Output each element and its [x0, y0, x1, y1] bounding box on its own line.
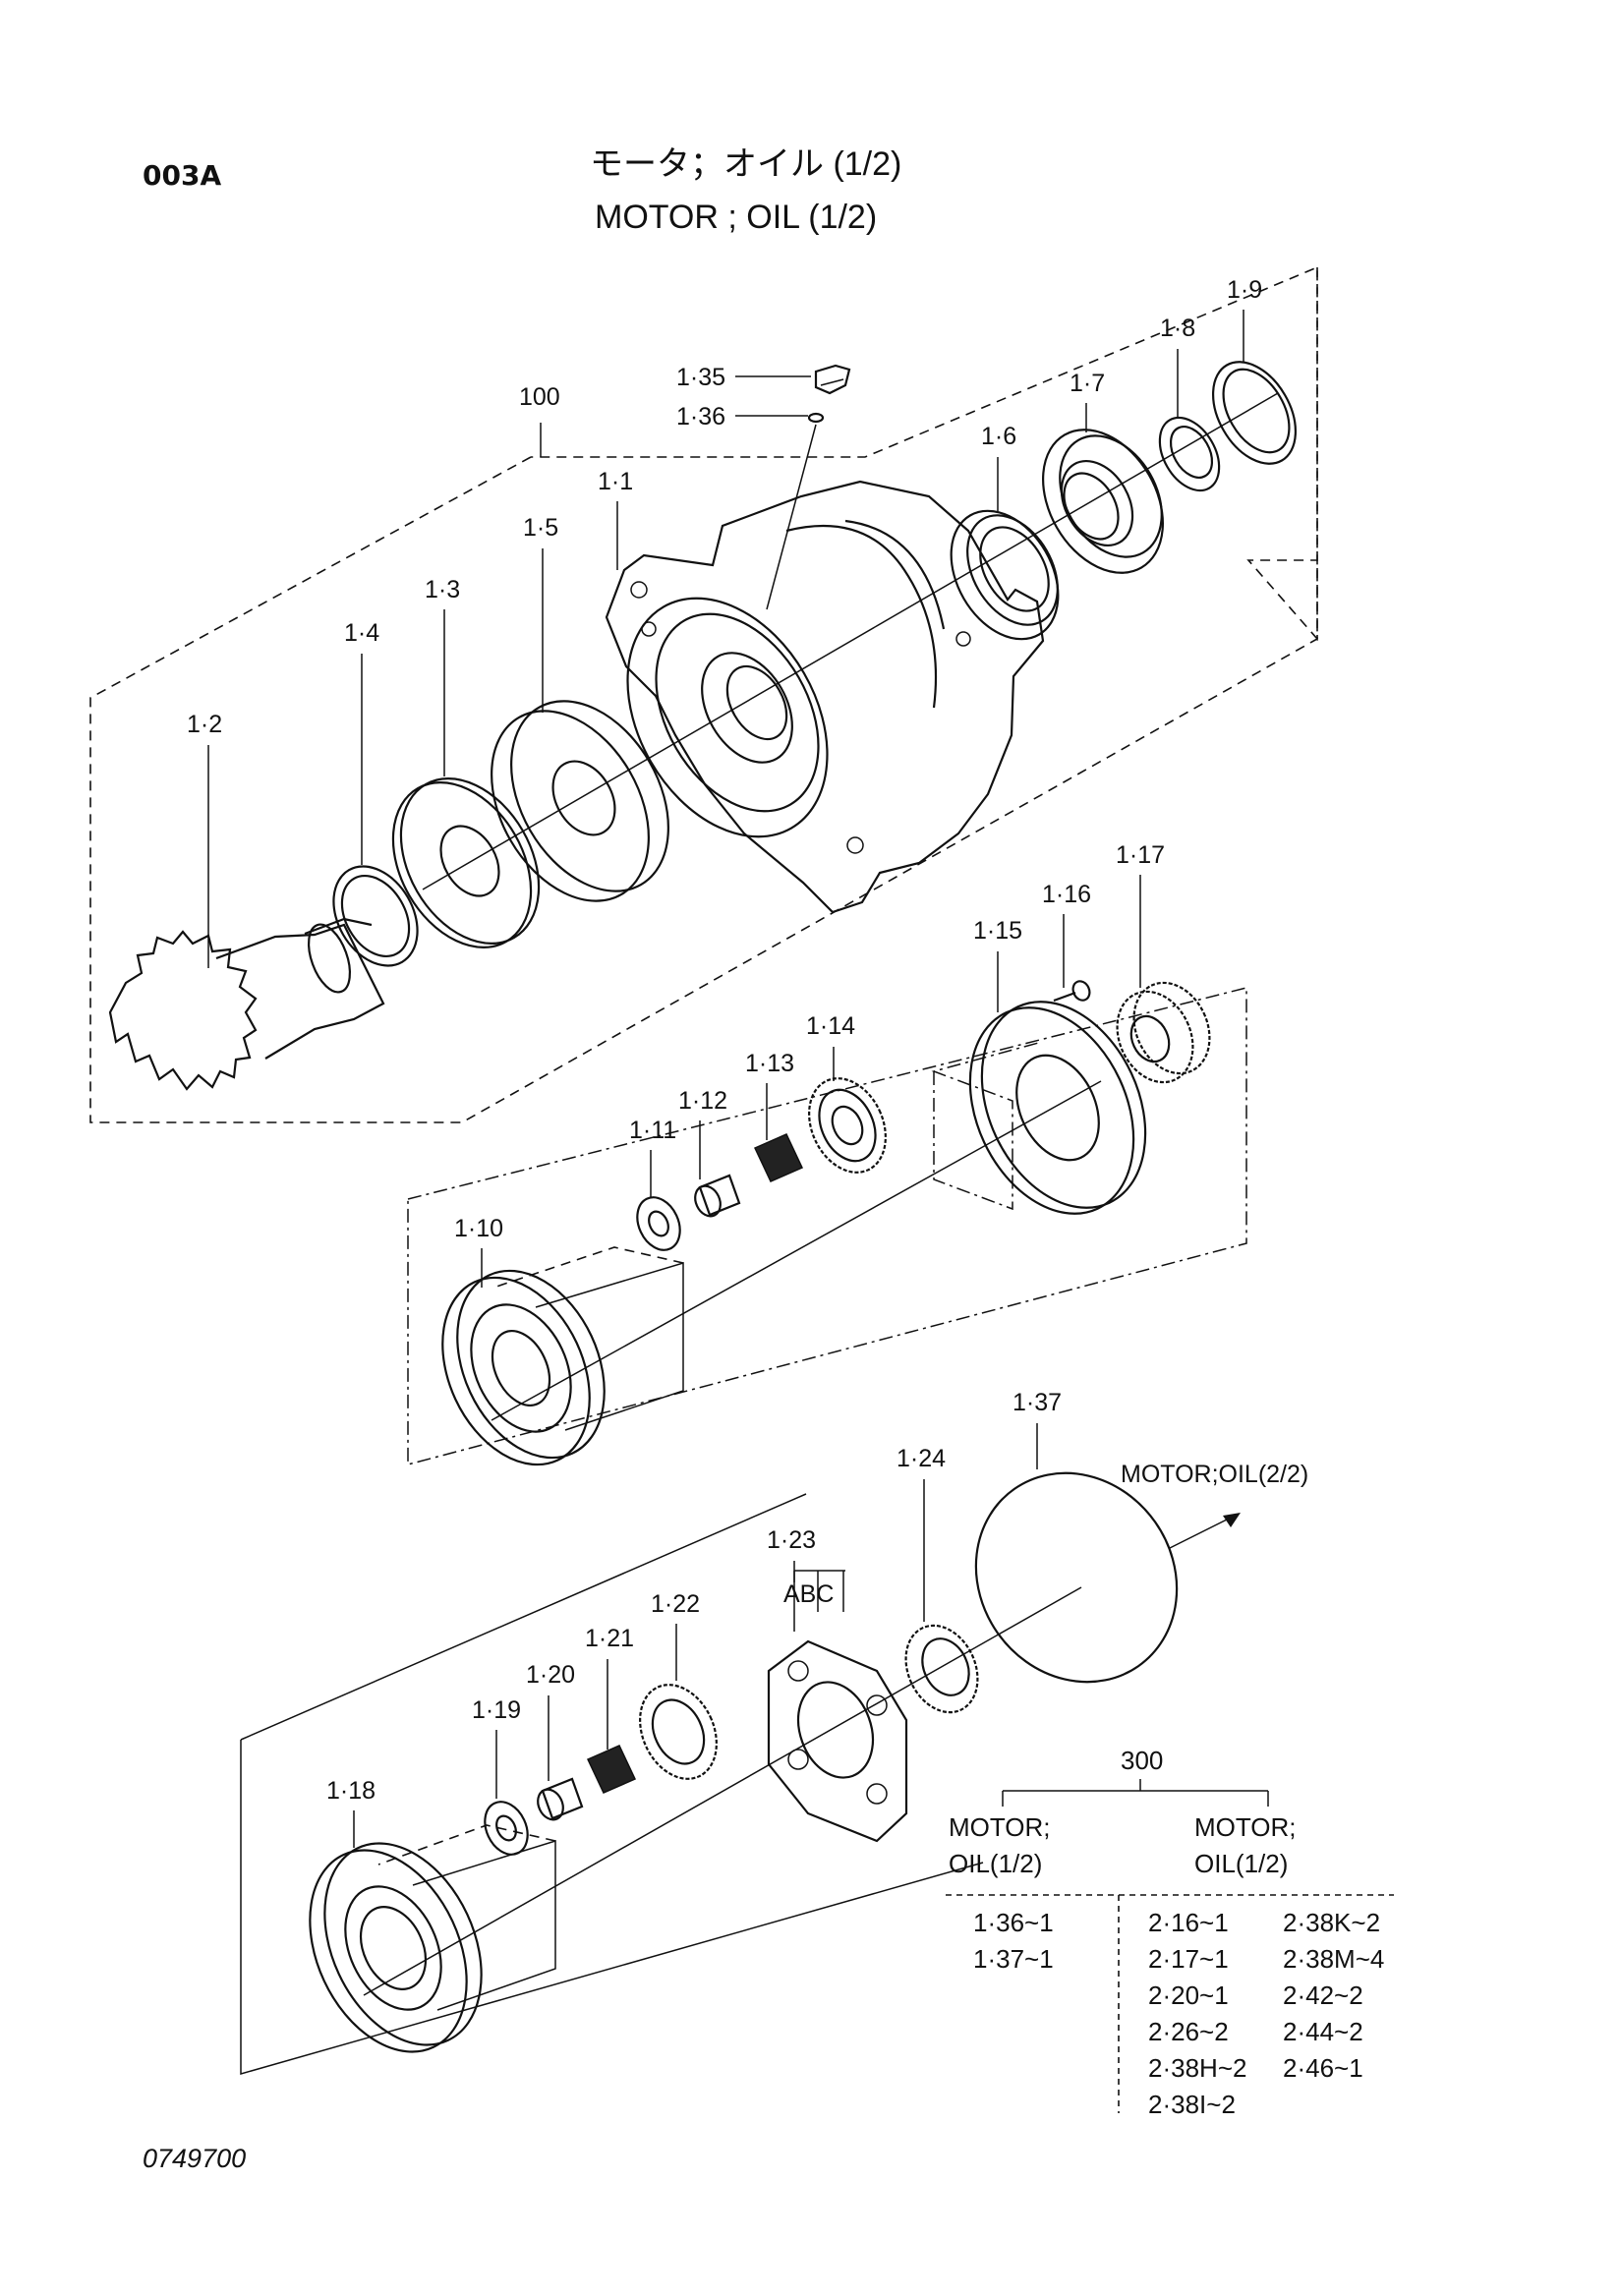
table-col2a-row-6: 2·38I~2: [1148, 2090, 1236, 2119]
table-col2a-row-2: 2·17~1: [1148, 1944, 1229, 1974]
label-1-6: 1·6: [981, 423, 1016, 450]
label-1-21: 1·21: [585, 1625, 634, 1652]
label-1-24: 1·24: [897, 1445, 946, 1472]
label-1-37: 1·37: [1012, 1389, 1062, 1416]
part-1-9-ring: [1211, 361, 1298, 465]
label-1-17: 1·17: [1116, 841, 1165, 869]
part-1-11-thrust-washer: [636, 1196, 681, 1251]
table-col2-head-2: OIL(1/2): [1194, 1849, 1288, 1878]
table-col2b-row-2: 2·38M~4: [1283, 1944, 1384, 1974]
table-col2a-row-5: 2·38H~2: [1148, 2053, 1246, 2083]
table-col1-head-1: MOTOR;: [949, 1812, 1051, 1842]
part-1-22-planet-gear: [639, 1684, 718, 1780]
part-1-24-sun-gear: [904, 1624, 979, 1714]
label-motor-oil-2-2: MOTOR;OIL(2/2): [1121, 1461, 1308, 1488]
part-1-5-bearing-plate: [491, 700, 669, 902]
label-abc: ABC: [783, 1580, 834, 1608]
label-1-18: 1·18: [326, 1777, 376, 1805]
part-1-3-thrust-plate: [391, 777, 541, 948]
table-col2b-row-3: 2·42~2: [1283, 1980, 1363, 2010]
axis-line-middle: [491, 1080, 1102, 1421]
part-1-14-planet-gear: [808, 1077, 887, 1174]
part-1-6-oil-seal: [950, 509, 1060, 641]
table-col2b-row-4: 2·44~2: [1283, 2017, 1363, 2046]
part-1-4-snap-ring: [332, 865, 419, 967]
label-1-19: 1·19: [472, 1696, 521, 1724]
part-1-15-carrier-plate: [931, 1001, 1147, 1215]
table-col2a-row-1: 2·16~1: [1148, 1908, 1229, 1937]
part-1-20-spacer: [537, 1777, 584, 1821]
label-1-16: 1·16: [1042, 881, 1091, 908]
part-1-7-bearing: [1042, 429, 1164, 574]
part-1-10-carrier: [441, 1246, 684, 1466]
part-1-1-motor-housing: [605, 480, 1045, 914]
part-1-17-sun-gear: [1116, 981, 1211, 1084]
label-1-12: 1·12: [678, 1087, 727, 1115]
part-1-35-plug: [814, 364, 851, 395]
label-1-35: 1·35: [676, 364, 725, 391]
part-1-36-o-ring: [807, 412, 825, 424]
axis-line-top: [422, 392, 1279, 890]
title-english: MOTOR ; OIL (1/2): [595, 199, 877, 236]
part-1-19-thrust-washer: [484, 1801, 529, 1856]
label-1-22: 1·22: [651, 1590, 700, 1618]
table-group-300: 300: [1121, 1746, 1163, 1775]
part-1-2-pinion-shaft: [108, 917, 385, 1091]
part-1-21-needle-bearing: [586, 1745, 637, 1794]
title-japanese: モータ；オイル (1/2): [590, 145, 901, 183]
table-col1-head-2: OIL(1/2): [949, 1849, 1042, 1878]
table-col2a-row-3: 2·20~1: [1148, 1980, 1229, 2010]
table-col1-row-1: 1·36~1: [973, 1908, 1054, 1937]
stage-2-boundary: [240, 1740, 984, 2075]
label-1-15: 1·15: [973, 917, 1022, 945]
table-col2b-row-1: 2·38K~2: [1283, 1908, 1380, 1937]
part-1-8-collar: [1158, 416, 1221, 492]
table-col2b-row-5: 2·46~1: [1283, 2053, 1363, 2083]
label-1-8: 1·8: [1160, 315, 1195, 342]
label-100: 100: [519, 383, 560, 411]
label-1-20: 1·20: [526, 1661, 575, 1689]
label-1-4: 1·4: [344, 619, 379, 647]
assembly-table: 300 MOTOR; OIL(1/2) MOTOR; OIL(1/2) 1·36…: [946, 1746, 1394, 2119]
table-col1-row-2: 1·37~1: [973, 1944, 1054, 1974]
label-1-11: 1·11: [629, 1117, 676, 1144]
table-col2-head-1: MOTOR;: [1194, 1812, 1297, 1842]
part-1-18-carrier: [309, 1824, 556, 2053]
label-1-23: 1·23: [767, 1526, 816, 1554]
axis-line-bottom: [363, 1586, 1082, 1996]
part-1-23-carrier-plate: [767, 1639, 908, 1843]
part-1-12-spacer: [694, 1174, 741, 1218]
label-1-10: 1·10: [454, 1215, 503, 1242]
label-1-5: 1·5: [523, 514, 558, 542]
label-1-14: 1·14: [806, 1012, 855, 1040]
stage-1-boundary: [407, 987, 1247, 1465]
part-1-37-o-ring: [974, 1471, 1179, 1684]
drawing-number: 0749700: [143, 2144, 246, 2173]
label-1-2: 1·2: [187, 711, 222, 738]
label-1-36: 1·36: [676, 403, 725, 430]
label-1-7: 1·7: [1070, 370, 1105, 397]
part-1-13-needle-bearing: [753, 1133, 804, 1182]
label-1-3: 1·3: [425, 576, 460, 603]
label-1-13: 1·13: [745, 1050, 794, 1077]
assembly-100-boundary: [89, 265, 1318, 1123]
label-1-9: 1·9: [1227, 276, 1262, 304]
table-col2a-row-4: 2·26~2: [1148, 2017, 1229, 2046]
label-1-1: 1·1: [598, 468, 633, 495]
part-1-16-screw: [1053, 980, 1091, 1003]
diagram-code: 003A: [143, 159, 221, 192]
